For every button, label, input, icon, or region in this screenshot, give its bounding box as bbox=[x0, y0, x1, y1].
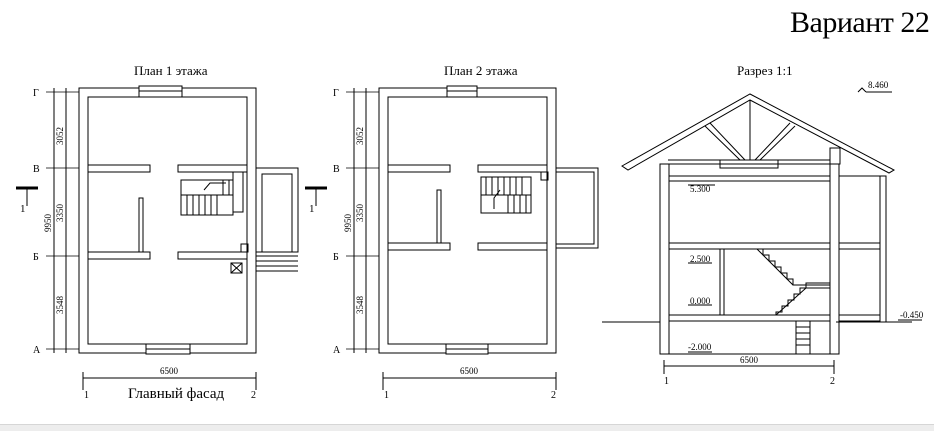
plan2-axis-g: Г bbox=[333, 88, 339, 99]
plan2-labels: Г В Б А 3052 3350 3548 9950 6500 1 2 1 bbox=[309, 88, 556, 401]
section-stair bbox=[756, 248, 831, 316]
plan1-dim-span-1: 3052 bbox=[55, 127, 65, 145]
section-labels: 8.460 5.300 2.500 0.000 -0.450 -2.000 65… bbox=[664, 80, 924, 387]
plan2-dim-span-1: 3052 bbox=[355, 127, 365, 145]
plan1-axis-a: А bbox=[33, 345, 41, 356]
plan1-axis-g: Г bbox=[33, 88, 39, 99]
plan1-axis-col-2: 2 bbox=[251, 390, 256, 401]
section-dim-width: 6500 bbox=[740, 355, 759, 365]
plan2-axis-a: А bbox=[333, 345, 341, 356]
plan2-stair bbox=[480, 176, 532, 214]
plan1-section-cut: 1 bbox=[20, 203, 26, 215]
plan1-dim-width: 6500 bbox=[160, 366, 179, 376]
plan2-axis-col-2: 2 bbox=[551, 390, 556, 401]
level-5300: 5.300 bbox=[690, 184, 711, 194]
plan2-section-cut: 1 bbox=[309, 203, 315, 215]
plan1-labels: Г В Б А 3052 3350 3548 9950 6500 1 2 1 bbox=[20, 88, 256, 401]
plan2-axis-col-1: 1 bbox=[384, 390, 389, 401]
window-bottom-edge bbox=[0, 424, 934, 431]
plan1-stair bbox=[180, 179, 234, 216]
plan2-axis-b: Б bbox=[333, 252, 339, 263]
plan1-title: План 1 этажа bbox=[134, 63, 208, 78]
plan1-dim-span-2: 3350 bbox=[55, 204, 65, 223]
plan2-dim-span-3: 3548 bbox=[355, 296, 365, 315]
plan2-axis-v: В bbox=[333, 164, 340, 175]
level-8460: 8.460 bbox=[868, 80, 889, 90]
section-axis-col-1: 1 bbox=[664, 376, 669, 387]
plan1-dim-total: 9950 bbox=[43, 214, 53, 233]
plan1-dim-span-3: 3548 bbox=[55, 296, 65, 315]
plan1-axis-col-1: 1 bbox=[84, 390, 89, 401]
plan2-dim-span-2: 3350 bbox=[355, 204, 365, 223]
section-axis-col-2: 2 bbox=[830, 376, 835, 387]
plan1-axis-b: Б bbox=[33, 252, 39, 263]
level-2500: 2.500 bbox=[690, 254, 711, 264]
facade-title: Главный фасад bbox=[128, 386, 225, 402]
plan2-dim-total: 9950 bbox=[343, 214, 353, 233]
plan-1-floor bbox=[16, 85, 299, 390]
plan2-dim-width: 6500 bbox=[460, 366, 479, 376]
plan1-axis-v: В bbox=[33, 164, 40, 175]
plan2-title: План 2 этажа bbox=[444, 63, 518, 78]
section-1-1 bbox=[602, 87, 922, 374]
plan-2-floor bbox=[305, 85, 599, 390]
section-title: Разрез 1:1 bbox=[737, 63, 793, 78]
variant-title: Вариант 22 bbox=[790, 6, 930, 39]
level-minus-2000: -2.000 bbox=[688, 342, 712, 352]
level-minus-0450: -0.450 bbox=[900, 310, 924, 320]
level-0000: 0.000 bbox=[690, 296, 711, 306]
